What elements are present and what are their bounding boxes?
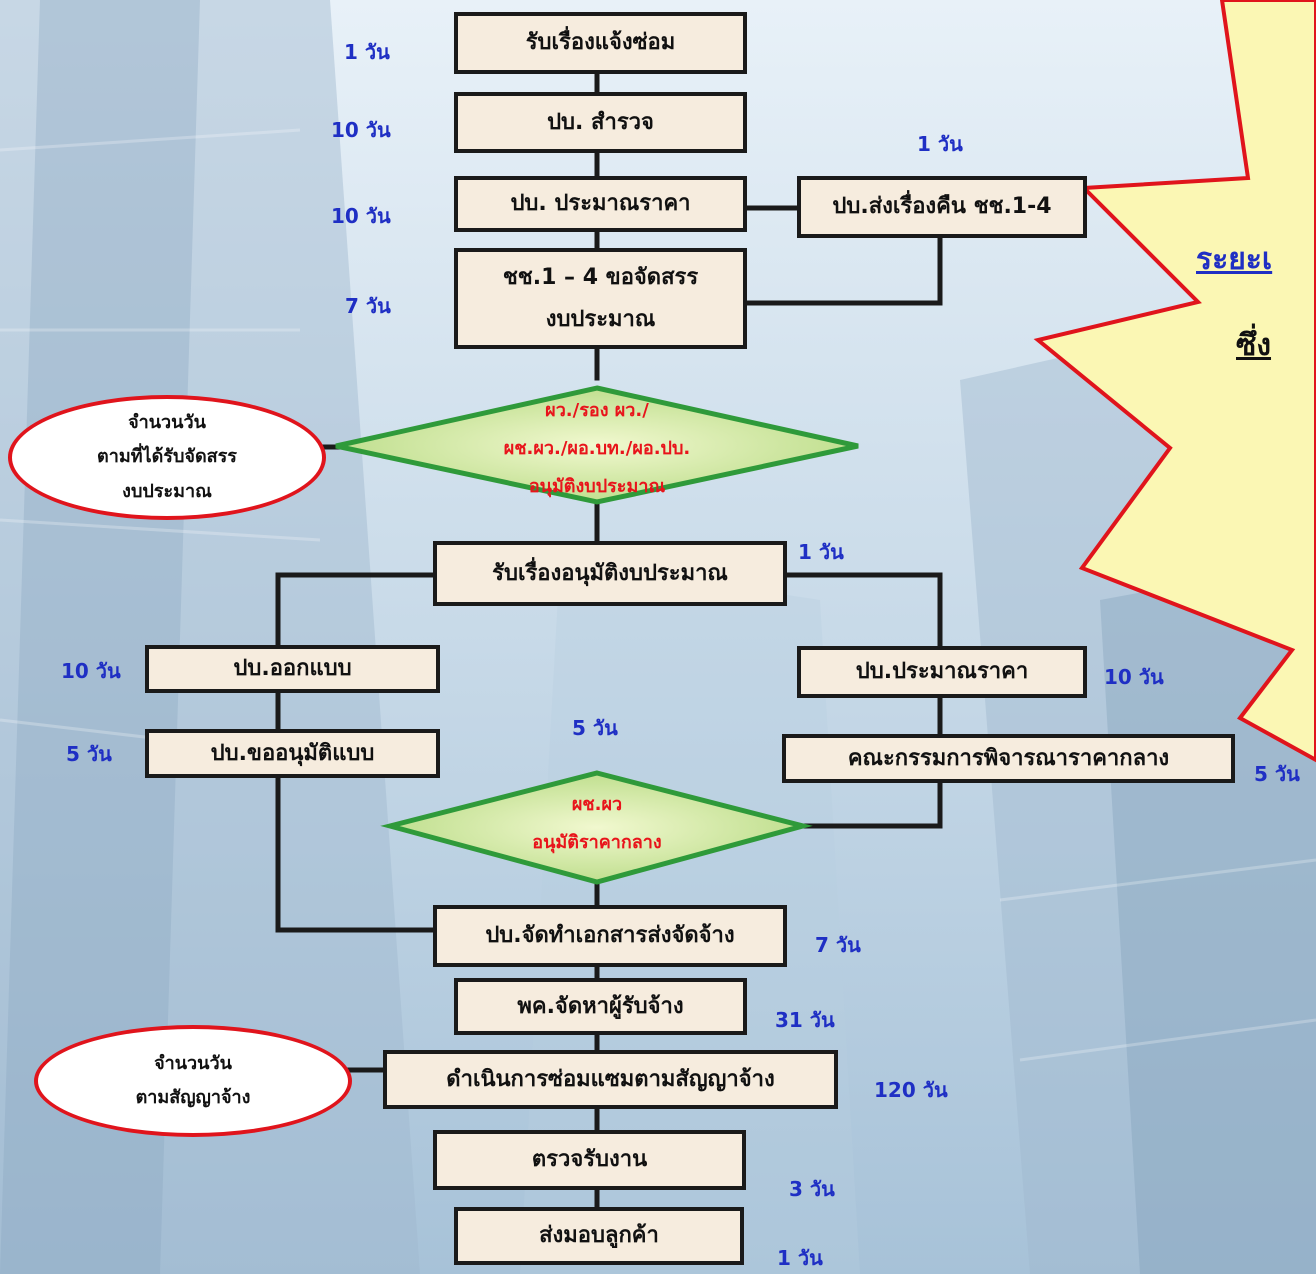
callout-line2: ซึ่ง xyxy=(1236,328,1272,363)
duration-survey: 10 วัน xyxy=(331,118,391,142)
duration-design: 10 วัน xyxy=(61,659,121,683)
duration-return-doc: 1 วัน xyxy=(917,132,963,156)
step-procure: พค.จัดหาผู้รับจ้าง xyxy=(454,978,747,1035)
duration-request-budget: 7 วัน xyxy=(345,294,391,318)
callout-star xyxy=(1033,0,1316,763)
step-repair: ดำเนินการซ่อมแซมตามสัญญาจ้าง xyxy=(383,1050,838,1109)
duration-receive-report: 1 วัน xyxy=(344,40,390,64)
callout-line1: ระยะเ xyxy=(1196,242,1273,277)
step-design: ปบ.ออกแบบ xyxy=(145,645,440,693)
step-estimate-right: ปบ.ประมาณราคา xyxy=(797,646,1087,698)
duration-repair: 120 วัน xyxy=(874,1078,948,1102)
duration-estimate-right: 10 วัน xyxy=(1104,665,1164,689)
note-budget-days: จำนวนวัน ตามที่ได้รับจัดสรร งบประมาณ xyxy=(8,395,326,520)
step-prepare-docs: ปบ.จัดทำเอกสารส่งจัดจ้าง xyxy=(433,905,787,967)
step-inspect: ตรวจรับงาน xyxy=(433,1130,746,1190)
duration-price-approval: 5 วัน xyxy=(572,716,618,740)
step-estimate: ปบ. ประมาณราคา xyxy=(454,176,747,232)
decision-budget-approval-text: ผว./รอง ผว./ ผช.ผว./ผอ.บท./ผอ.ปบ. อนุมัต… xyxy=(503,400,691,497)
duration-request-design-approval: 5 วัน xyxy=(66,742,112,766)
decision-diamond-budget xyxy=(335,385,859,505)
decision-diamond-price xyxy=(380,770,813,885)
duration-committee: 5 วัน xyxy=(1254,762,1300,786)
step-receive-approval: รับเรื่องอนุมัติงบประมาณ xyxy=(433,541,787,606)
duration-receive-approval: 1 วัน xyxy=(798,540,844,564)
duration-procure: 31 วัน xyxy=(775,1008,835,1032)
step-receive-report: รับเรื่องแจ้งซ่อม xyxy=(454,12,747,74)
duration-estimate: 10 วัน xyxy=(331,204,391,228)
step-request-budget: ชช.1 – 4 ขอจัดสรร งบประมาณ xyxy=(454,248,747,349)
duration-prepare-docs: 7 วัน xyxy=(815,933,861,957)
step-committee: คณะกรรมการพิจารณาราคากลาง xyxy=(782,734,1235,783)
step-request-design-approval: ปบ.ขออนุมัติแบบ xyxy=(145,729,440,778)
duration-inspect: 3 วัน xyxy=(789,1177,835,1201)
decision-price-approval-text: ผช.ผว อนุมัติราคากลาง xyxy=(532,794,662,853)
step-survey: ปบ. สำรวจ xyxy=(454,92,747,153)
step-deliver: ส่งมอบลูกค้า xyxy=(454,1207,744,1265)
note-contract-days: จำนวนวัน ตามสัญญาจ้าง xyxy=(34,1025,352,1137)
duration-deliver: 1 วัน xyxy=(777,1246,823,1270)
step-return-doc: ปบ.ส่งเรื่องคืน ชช.1-4 xyxy=(797,176,1087,238)
